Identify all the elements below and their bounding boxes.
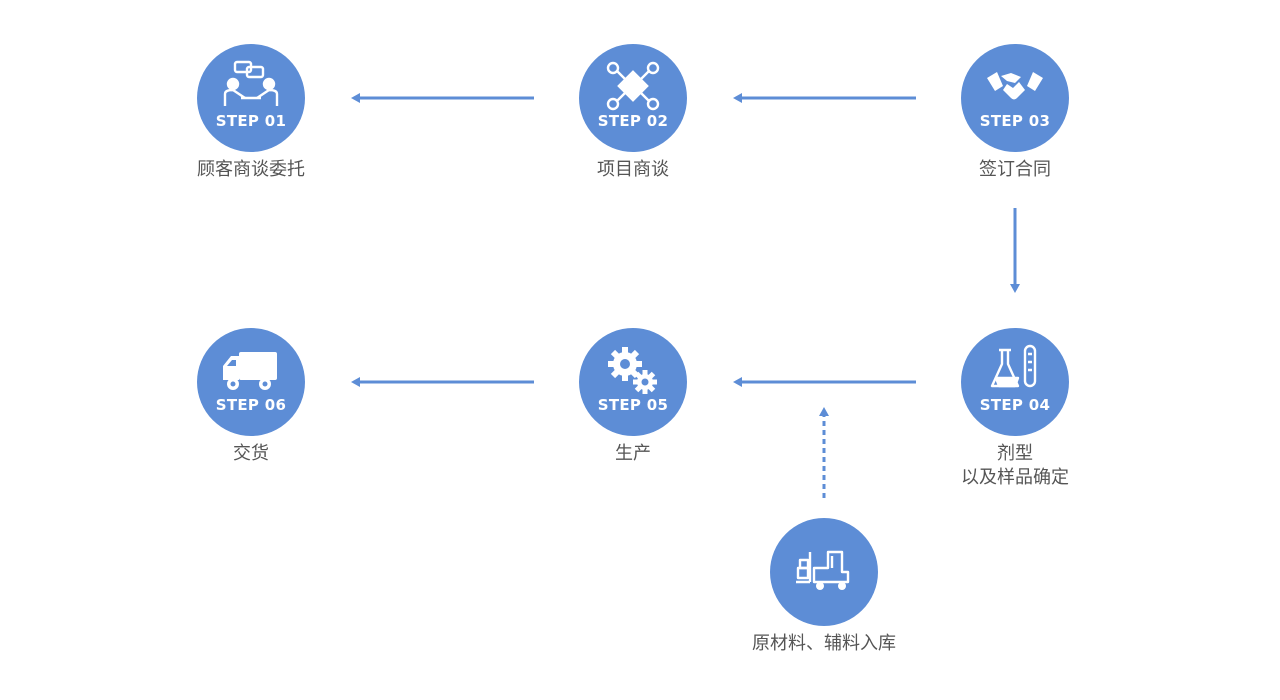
handshake-icon: [987, 72, 1043, 100]
step-06-circle: STEP 06: [197, 328, 305, 436]
step-01-label: 顾客商谈委托: [197, 159, 305, 180]
step-04-label: 剂型: [997, 443, 1033, 464]
truck-icon: [223, 352, 277, 390]
step-04-circle: STEP 04: [961, 328, 1069, 436]
step-02-circle: STEP 02: [579, 44, 687, 152]
project-negotiation-icon: [606, 61, 660, 111]
step-number: STEP 01: [215, 112, 287, 130]
step-number: STEP 02: [597, 112, 669, 130]
step-number: STEP 06: [215, 396, 287, 414]
step-04-label-line2: 以及样品确定: [961, 467, 1069, 488]
step-number: STEP 03: [979, 112, 1051, 130]
gears-icon: [608, 347, 657, 394]
forklift-icon: [796, 550, 850, 590]
step-01-circle: STEP 01: [197, 44, 305, 152]
lab-flask-icon: [990, 344, 1037, 388]
step-02-label: 项目商谈: [597, 159, 669, 180]
customer-consult-icon: [223, 60, 279, 106]
step-05-label: 生产: [615, 443, 651, 464]
materials-label: 原材料、辅料入库: [752, 633, 896, 654]
step-03-label: 签订合同: [979, 159, 1051, 180]
materials-circle: [770, 518, 878, 626]
step-06-label: 交货: [233, 443, 269, 464]
step-03-circle: STEP 03: [961, 44, 1069, 152]
step-number: STEP 05: [597, 396, 669, 414]
step-05-circle: STEP 05: [579, 328, 687, 436]
step-number: STEP 04: [979, 396, 1051, 414]
